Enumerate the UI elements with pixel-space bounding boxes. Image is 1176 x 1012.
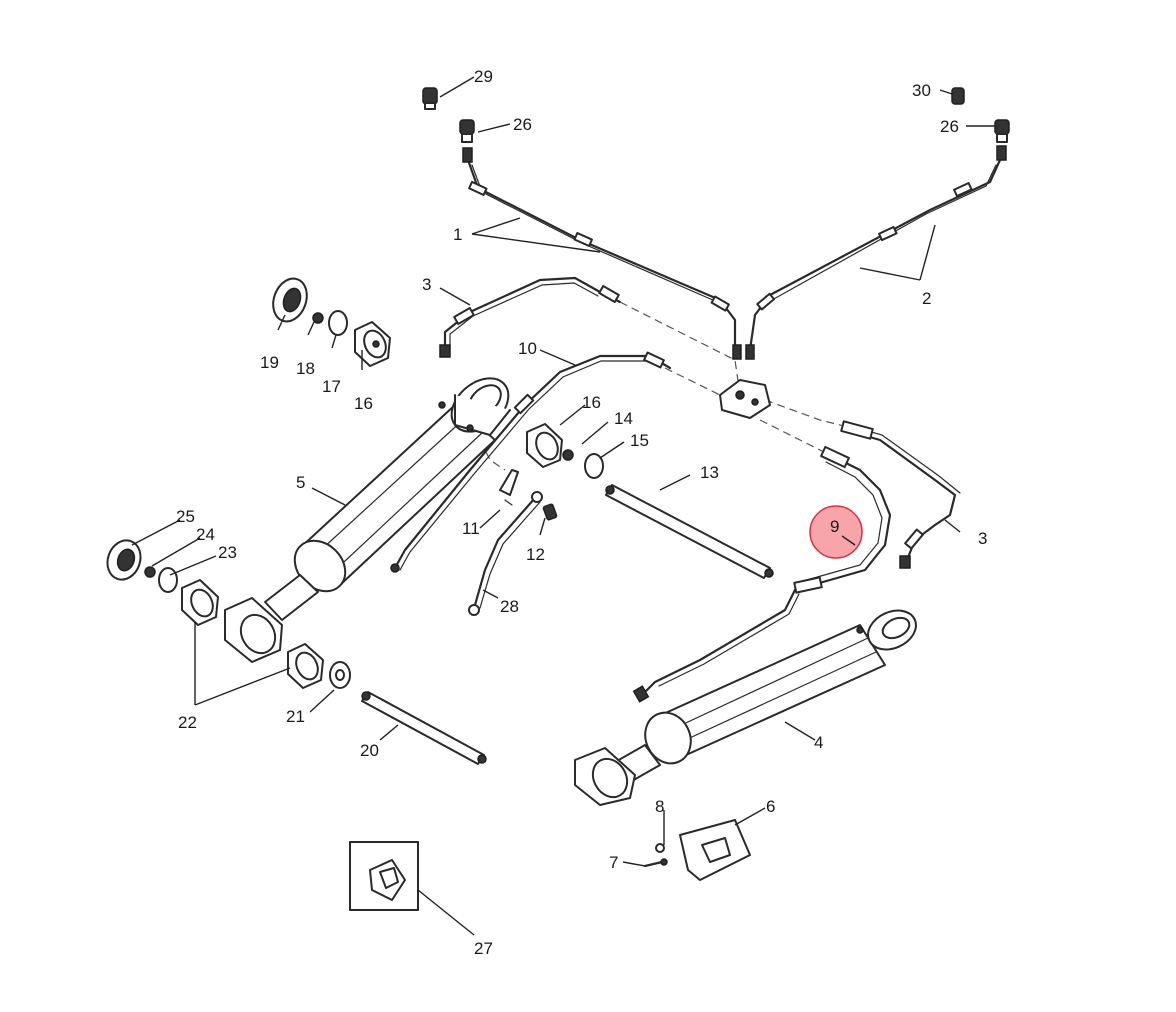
callout-27: 27 — [474, 939, 493, 958]
callout-14: 14 — [614, 409, 633, 428]
hydraulic-line-1 — [466, 158, 737, 352]
washer-23 — [158, 567, 178, 593]
hydraulic-line-2 — [748, 158, 1002, 352]
callout-19: 19 — [260, 353, 279, 372]
hydraulic-line-lower — [632, 588, 800, 703]
callout-30: 30 — [912, 81, 931, 100]
nut-14 — [562, 449, 574, 461]
clip-6 — [679, 819, 751, 881]
callout-23: 23 — [218, 543, 237, 562]
callout-11: 11 — [462, 519, 480, 538]
callout-16-top: 16 — [354, 394, 373, 413]
hydraulic-line-10 — [390, 351, 672, 573]
callout-24: 24 — [196, 525, 215, 544]
pin-20 — [361, 691, 487, 765]
washer-15 — [584, 453, 604, 479]
trim-cylinder-4 — [609, 609, 917, 786]
callout-26-left: 26 — [513, 115, 532, 134]
callout-1: 1 — [453, 225, 462, 244]
washer-17 — [328, 310, 348, 336]
assembly-line-d — [764, 399, 861, 431]
callout-5: 5 — [296, 473, 305, 492]
washer-21 — [329, 661, 351, 689]
callout-25: 25 — [176, 507, 195, 526]
highlight-marker-9 — [809, 505, 863, 559]
callout-17: 17 — [322, 377, 341, 396]
inset-27 — [349, 841, 419, 911]
callout-26-right: 26 — [940, 117, 959, 136]
leader-lines — [131, 76, 995, 936]
callout-10: 10 — [518, 339, 537, 358]
bushing-22-c — [181, 579, 219, 626]
callout-15: 15 — [630, 431, 649, 450]
cylinder-4-lower-eye — [574, 747, 636, 806]
callout-3-left: 3 — [422, 275, 431, 294]
callout-3-right: 3 — [978, 529, 987, 548]
callout-21: 21 — [286, 707, 305, 726]
nut-24 — [144, 566, 156, 578]
callout-8: 8 — [655, 797, 664, 816]
bushing-16-a — [354, 321, 391, 367]
bushing-22-b — [287, 643, 324, 689]
screw-12 — [542, 503, 558, 521]
callout-2: 2 — [922, 289, 931, 308]
bracket-11 — [499, 469, 519, 506]
hydraulic-hose-9 — [793, 445, 892, 594]
callout-labels: 29 26 30 26 1 2 3 10 19 18 17 16 5 16 14… — [176, 67, 987, 958]
cap-29 — [422, 87, 438, 110]
washer-8 — [655, 843, 665, 853]
assembly-line-c — [759, 419, 831, 456]
fitting-26-left — [459, 119, 475, 163]
callout-22: 22 — [178, 713, 197, 732]
callout-20: 20 — [360, 741, 379, 760]
ground-strap-28 — [468, 491, 543, 616]
assembly-line-b — [664, 367, 721, 396]
callout-6: 6 — [766, 797, 775, 816]
callout-12: 12 — [526, 545, 545, 564]
callout-18: 18 — [296, 359, 315, 378]
pin-13 — [605, 484, 774, 579]
callout-4: 4 — [814, 733, 823, 752]
callout-28: 28 — [500, 597, 519, 616]
cap-30 — [951, 87, 965, 105]
bushing-16-b — [526, 423, 563, 468]
nut-18 — [312, 312, 324, 324]
hydraulic-line-3-right — [840, 420, 961, 569]
anode-19 — [272, 277, 308, 323]
manifold-block — [719, 344, 771, 419]
hydraulic-line-3-left — [439, 276, 622, 358]
callout-9: 9 — [830, 517, 839, 536]
trim-cylinder-5 — [264, 377, 511, 621]
callout-29: 29 — [474, 67, 493, 86]
callout-13: 13 — [700, 463, 719, 482]
fitting-26-right — [994, 119, 1010, 161]
callout-7: 7 — [609, 853, 618, 872]
callout-16-center: 16 — [582, 393, 601, 412]
anode-25 — [106, 539, 142, 581]
screw-7 — [643, 858, 668, 868]
bushing-22-a — [224, 597, 283, 663]
assembly-line-a — [619, 301, 741, 396]
